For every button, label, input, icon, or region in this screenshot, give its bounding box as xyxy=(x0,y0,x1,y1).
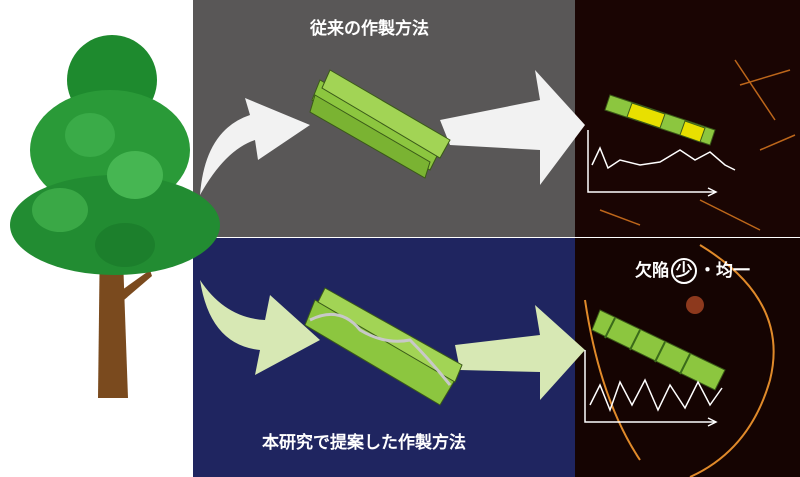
defect-label-circled: 少 xyxy=(671,258,697,284)
curved-arrow-bottom-icon xyxy=(200,280,585,400)
defect-label-suffix: ・均一 xyxy=(699,261,750,281)
afm-fibrils-top xyxy=(599,59,796,231)
afm-particle xyxy=(686,296,704,314)
defect-label-prefix: 欠陥 xyxy=(635,261,669,281)
conventional-afm-image xyxy=(575,0,800,237)
profile-graph-icon xyxy=(584,130,736,427)
fiber-uniform-icon xyxy=(591,309,726,391)
fiber-twisted-icon xyxy=(304,287,463,406)
afm-fibrils-bottom xyxy=(584,244,775,477)
tree-icon xyxy=(10,35,220,398)
curved-arrow-icon xyxy=(200,70,585,195)
defect-label: 欠陥少・均一 xyxy=(635,256,750,284)
fiber-defect-icon xyxy=(604,94,716,146)
fiber-bundle-icon xyxy=(309,69,451,179)
proposed-method-title: 本研究で提案した作製方法 xyxy=(262,433,466,453)
conventional-method-title: 従来の作製方法 xyxy=(310,19,429,39)
